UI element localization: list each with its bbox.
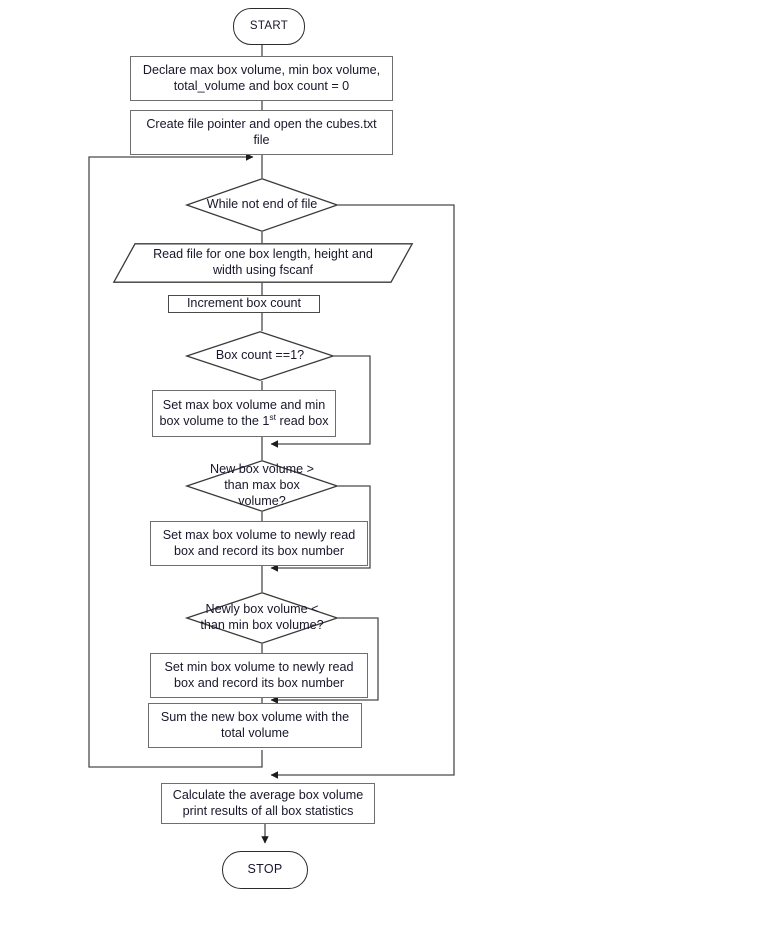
node-create-file-label: Create file pointer and open the cubes.t… [146, 116, 377, 147]
node-start[interactable]: START [233, 8, 305, 45]
node-set-first-text2: read box [276, 413, 329, 428]
node-stop[interactable]: STOP [222, 851, 308, 889]
node-gt-max-label: New box volume > than max box volume? [210, 462, 314, 508]
node-set-first-text1: Set max box volume and min box volume to… [159, 397, 326, 428]
node-set-max-label: Set max box volume to newly read box and… [162, 527, 356, 558]
node-gt-max[interactable]: New box volume > than max box volume? [184, 460, 340, 512]
diamond-shape [184, 178, 340, 232]
node-box-count-eq1[interactable]: Box count ==1? [184, 331, 336, 381]
diamond-shape [184, 592, 340, 644]
node-calculate[interactable]: Calculate the average box volume print r… [161, 783, 375, 824]
node-create-file[interactable]: Create file pointer and open the cubes.t… [130, 110, 393, 155]
node-stop-label: STOP [247, 862, 283, 877]
diamond-shape [184, 460, 340, 512]
node-set-first-label: Set max box volume and min box volume to… [159, 398, 329, 429]
node-box-count-eq1-label: Box count ==1? [215, 348, 305, 363]
parallelogram-shape [112, 243, 414, 283]
node-set-max[interactable]: Set max box volume to newly read box and… [150, 521, 368, 566]
node-sum-total-label: Sum the new box volume with the total vo… [160, 709, 350, 740]
node-lt-min-label: Newly box volume < than min box volume? [200, 602, 324, 632]
node-sum-total[interactable]: Sum the new box volume with the total vo… [148, 703, 362, 748]
node-set-min-label: Set min box volume to newly read box and… [164, 659, 354, 690]
node-increment[interactable]: Increment box count [168, 295, 320, 313]
node-declare-label: Declare max box volume, min box volume, … [142, 62, 381, 93]
node-read-file[interactable]: Read file for one box length, height and… [112, 243, 414, 283]
node-declare[interactable]: Declare max box volume, min box volume, … [130, 56, 393, 101]
node-set-first-superscript: st [269, 411, 277, 422]
node-increment-label: Increment box count [186, 296, 302, 311]
node-set-first[interactable]: Set max box volume and min box volume to… [152, 390, 336, 437]
diamond-shape [184, 331, 336, 381]
node-calculate-label: Calculate the average box volume print r… [172, 787, 364, 818]
node-lt-min[interactable]: Newly box volume < than min box volume? [184, 592, 340, 644]
node-set-min[interactable]: Set min box volume to newly read box and… [150, 653, 368, 698]
node-while-eof[interactable]: While not end of file [184, 178, 340, 232]
node-while-eof-label: While not end of file [206, 197, 318, 212]
node-start-label: START [249, 20, 289, 33]
node-read-file-label: Read file for one box length, height and… [153, 247, 373, 277]
